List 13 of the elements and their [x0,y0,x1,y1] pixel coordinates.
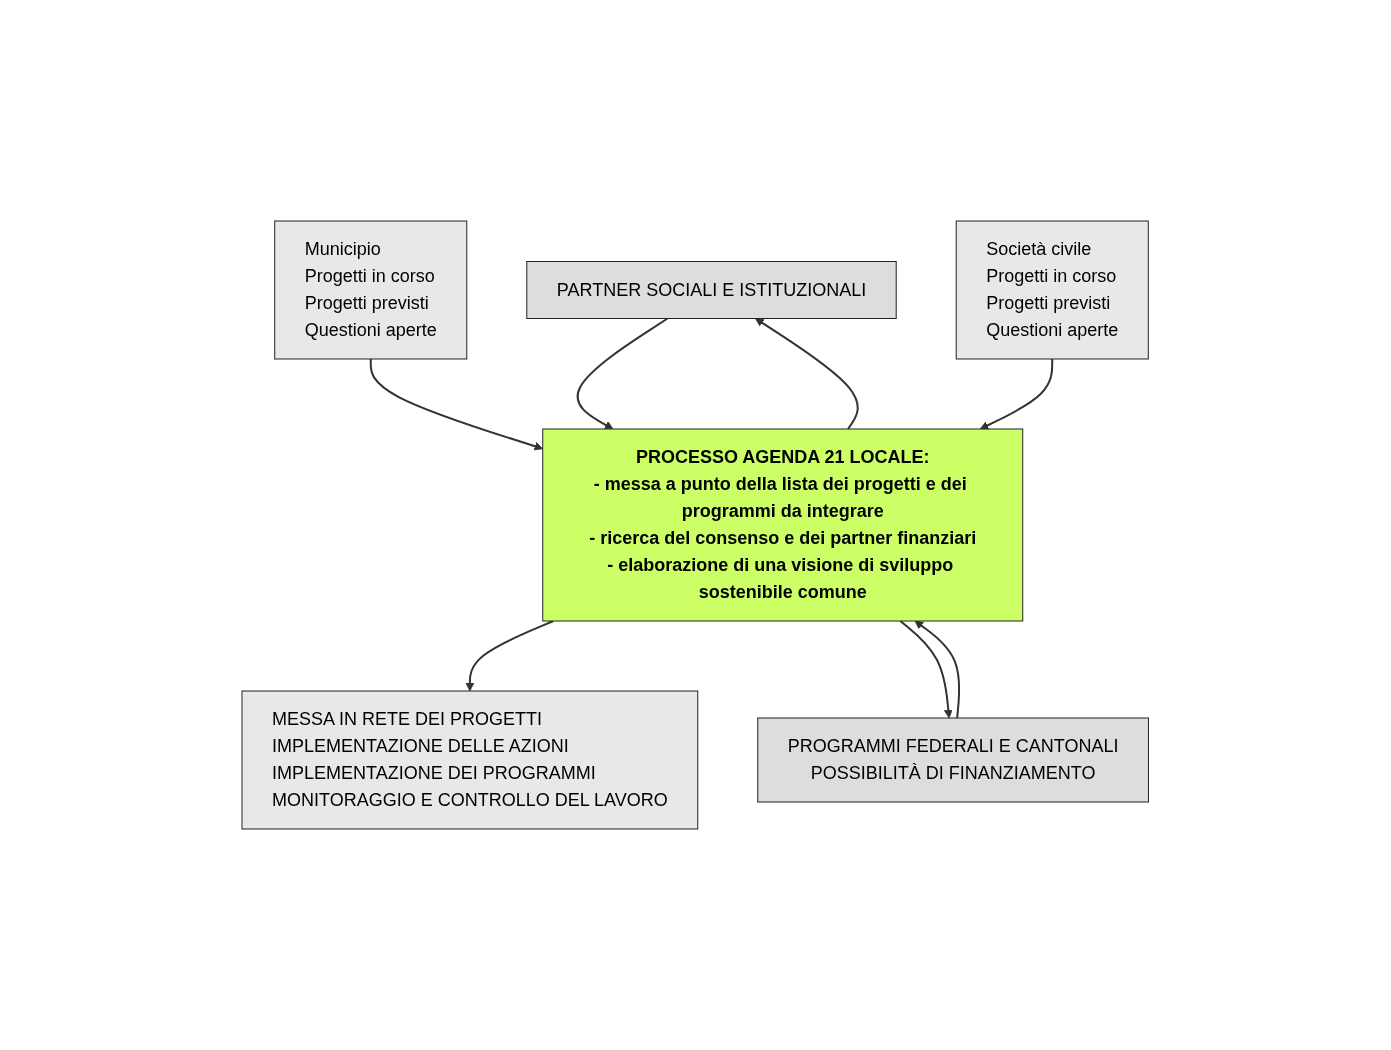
node-box: PROCESSO AGENDA 21 LOCALE: - messa a punto della lista dei progetti e dei programmi da integrare - ricerca del consenso e dei partner finanziari - elaborazione di una visione di sviluppo sostenibile comune [542,428,1024,622]
arrow [755,318,859,430]
arrow [980,358,1054,430]
node-box: PARTNER SOCIALI E ISTITUZIONALI [526,261,897,319]
arrow [576,317,669,430]
arrow [370,358,544,451]
arrow [899,620,953,719]
arrow [465,620,555,692]
node-box: Municipio Progetti in corso Progetti previsti Questioni aperte [274,220,468,360]
node-box: Società civile Progetti in corso Progetti previsti Questioni aperte [955,220,1150,360]
node-box: MESSA IN RETE DEI PROGETTI IMPLEMENTAZIONE DELLE AZIONI IMPLEMENTAZIONE DEI PROGRAMMI MONITORAGGIO E CONTROLLO DEL LAVORO [241,690,699,830]
arrow [914,620,961,719]
node-box: PROGRAMMI FEDERALI E CANTONALI POSSIBILITÀ DI FINANZIAMENTO [757,717,1150,803]
